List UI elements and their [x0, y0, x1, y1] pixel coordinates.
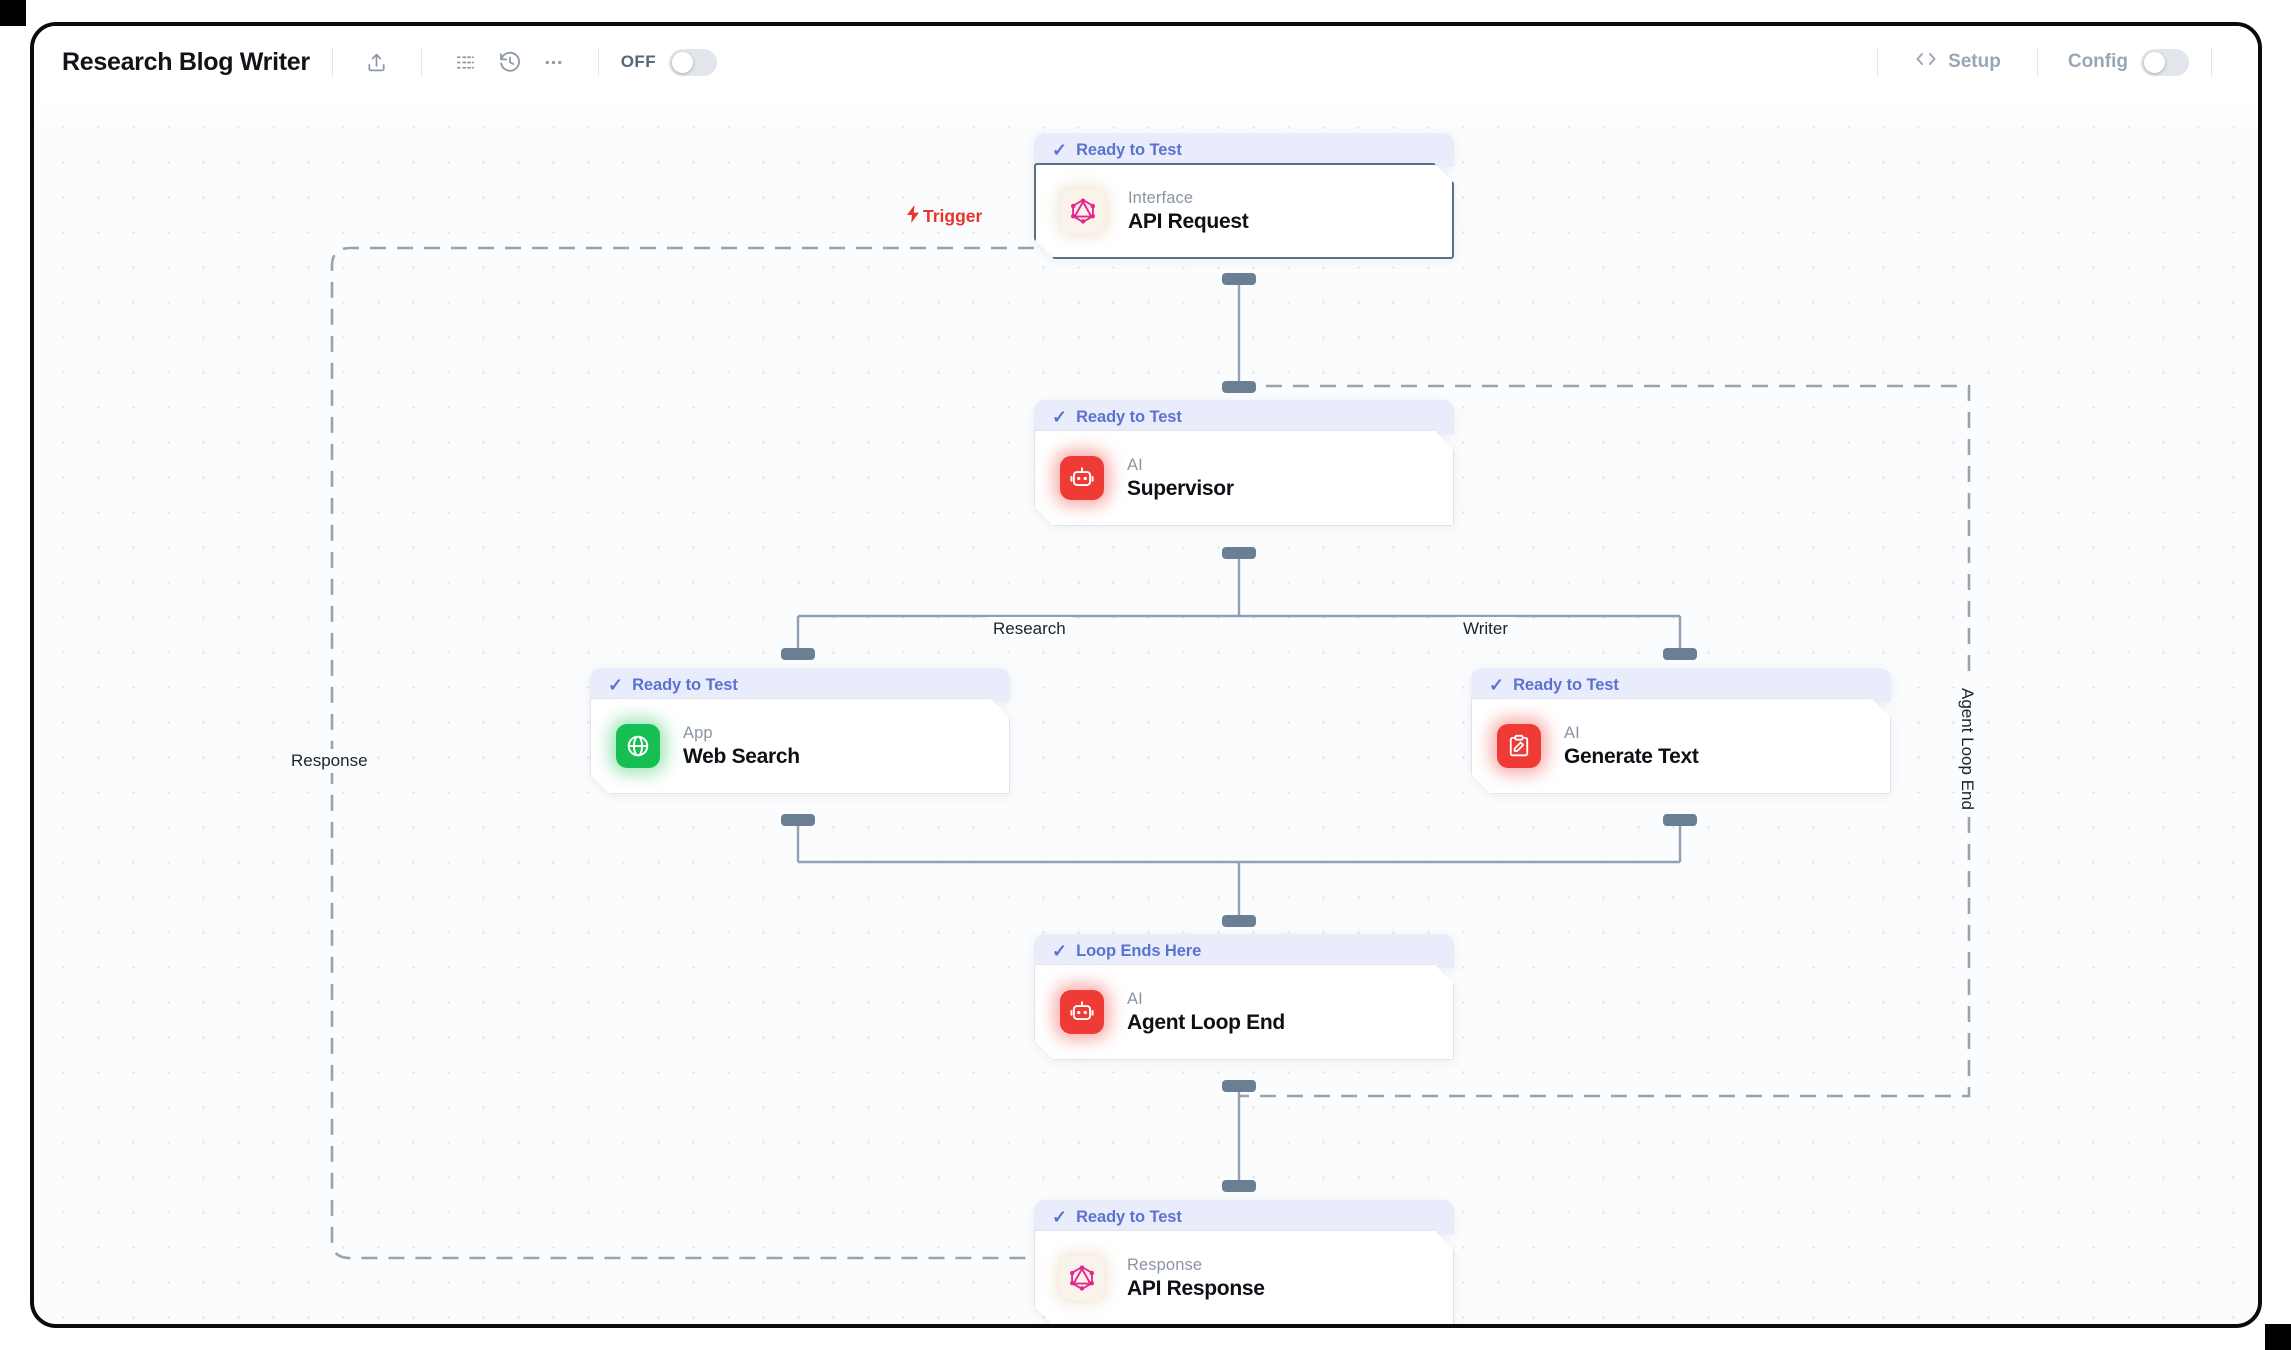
- more-icon[interactable]: [532, 40, 576, 84]
- check-icon: ✓: [1052, 1207, 1068, 1227]
- node-status-web-search: ✓ Ready to Test: [590, 668, 1010, 702]
- header-divider: [597, 47, 599, 77]
- node-status-api-response: ✓ Ready to Test: [1034, 1200, 1454, 1234]
- robot-icon: [1060, 456, 1104, 500]
- node-name-label: API Request: [1128, 209, 1249, 233]
- node-status-text: Loop Ends Here: [1076, 941, 1202, 960]
- config-toggle-group[interactable]: Config: [2060, 48, 2189, 76]
- node-name-label: API Response: [1127, 1276, 1265, 1300]
- node-api-request[interactable]: ✓ Ready to Test: [1034, 129, 1454, 259]
- header-divider: [1877, 47, 1879, 77]
- setup-button-label: Setup: [1948, 51, 2001, 72]
- node-meta-api-request: Interface API Request: [1128, 189, 1248, 234]
- check-icon: ✓: [1052, 140, 1068, 160]
- node-kind-label: App: [683, 723, 713, 742]
- node-status-text: Ready to Test: [1076, 140, 1182, 159]
- check-icon: ✓: [608, 675, 624, 695]
- header-divider: [2211, 47, 2212, 77]
- corner-mark-top-left: [0, 0, 26, 26]
- graphql-icon: [1061, 189, 1105, 233]
- page-title: Research Blog Writer: [62, 47, 310, 76]
- trigger-label-text: Trigger: [923, 206, 983, 226]
- node-meta-agent-loop-end: AI Agent Loop End: [1127, 990, 1285, 1035]
- node-status-generate-text: ✓ Ready to Test: [1471, 668, 1891, 702]
- workflow-canvas[interactable]: Trigger Research Writer Response Agent L…: [34, 26, 2258, 1326]
- history-icon[interactable]: [488, 40, 532, 84]
- node-api-response[interactable]: ✓ Ready to Test: [1034, 1196, 1454, 1326]
- header-divider: [2036, 47, 2038, 77]
- node-body-generate-text[interactable]: AI Generate Text: [1471, 698, 1891, 794]
- node-web-search[interactable]: ✓ Ready to Test App Web Search: [590, 664, 1010, 794]
- node-body-api-request[interactable]: Interface API Request: [1034, 163, 1454, 259]
- node-generate-text[interactable]: ✓ Ready to Test AI Generate Text: [1471, 664, 1891, 794]
- handle-generate-text-in[interactable]: [1663, 648, 1697, 660]
- handle-generate-text-out[interactable]: [1663, 814, 1697, 826]
- lightning-icon: [906, 205, 921, 228]
- toggle-knob: [2144, 51, 2165, 73]
- robot-icon: [1060, 990, 1104, 1034]
- node-kind-label: Response: [1127, 1255, 1203, 1274]
- node-status-text: Ready to Test: [1513, 675, 1619, 694]
- handle-web-search-out[interactable]: [781, 814, 815, 826]
- handle-web-search-in[interactable]: [781, 648, 815, 660]
- trigger-label: Trigger: [900, 203, 989, 230]
- handle-supervisor-out[interactable]: [1222, 547, 1256, 559]
- app-window: Trigger Research Writer Response Agent L…: [30, 22, 2262, 1328]
- node-name-label: Web Search: [683, 744, 800, 768]
- header-divider: [331, 47, 333, 77]
- node-status-text: Ready to Test: [1076, 407, 1182, 426]
- globe-icon: [616, 724, 660, 768]
- handle-api-response-in[interactable]: [1222, 1180, 1256, 1192]
- node-meta-api-response: Response API Response: [1127, 1256, 1265, 1301]
- response-path-label: Response: [284, 749, 375, 773]
- toggle-knob: [672, 51, 693, 73]
- power-toggle-group[interactable]: OFF: [620, 48, 717, 76]
- agent-loop-end-path-label: Agent Loop End: [1955, 681, 1979, 817]
- corner-mark-bottom-right: [2265, 1324, 2291, 1350]
- handle-api-request-out[interactable]: [1222, 273, 1256, 285]
- node-status-text: Ready to Test: [1076, 1207, 1182, 1226]
- clipboard-pencil-icon: [1497, 724, 1541, 768]
- node-kind-label: Interface: [1128, 188, 1194, 207]
- graphql-icon: [1060, 1256, 1104, 1300]
- code-brackets-icon: [1914, 49, 1938, 75]
- node-meta-supervisor: AI Supervisor: [1127, 456, 1234, 501]
- node-kind-label: AI: [1127, 455, 1143, 474]
- share-icon[interactable]: [355, 40, 399, 84]
- handle-agent-loop-end-in[interactable]: [1222, 915, 1256, 927]
- node-status-text: Ready to Test: [632, 675, 738, 694]
- node-body-web-search[interactable]: App Web Search: [590, 698, 1010, 794]
- power-toggle-label: OFF: [620, 52, 656, 71]
- config-toggle[interactable]: [2141, 48, 2189, 76]
- setup-button[interactable]: Setup: [1900, 41, 2015, 83]
- node-meta-generate-text: AI Generate Text: [1564, 724, 1699, 769]
- config-toggle-label: Config: [2067, 51, 2128, 72]
- node-body-supervisor[interactable]: AI Supervisor: [1034, 430, 1454, 526]
- check-icon: ✓: [1489, 675, 1505, 695]
- header-divider: [420, 47, 422, 77]
- node-meta-web-search: App Web Search: [683, 724, 800, 769]
- node-status-supervisor: ✓ Ready to Test: [1034, 400, 1454, 434]
- node-name-label: Supervisor: [1127, 476, 1234, 500]
- app-header: Research Blog Writer: [34, 26, 2258, 98]
- node-agent-loop-end[interactable]: ✓ Loop Ends Here AI Agent Loop: [1034, 930, 1454, 1060]
- node-kind-label: AI: [1564, 723, 1580, 742]
- header-right-group: Setup Config: [1855, 41, 2252, 83]
- node-body-agent-loop-end[interactable]: AI Agent Loop End: [1034, 964, 1454, 1060]
- node-status-api-request: ✓ Ready to Test: [1034, 133, 1454, 167]
- list-icon[interactable]: [444, 40, 488, 84]
- node-body-api-response[interactable]: Response API Response: [1034, 1230, 1454, 1326]
- node-supervisor[interactable]: ✓ Ready to Test AI Supervisor: [1034, 396, 1454, 526]
- node-name-label: Generate Text: [1564, 744, 1699, 768]
- handle-agent-loop-end-out[interactable]: [1222, 1080, 1256, 1092]
- node-kind-label: AI: [1127, 989, 1143, 1008]
- power-toggle[interactable]: [669, 48, 717, 76]
- branch-label-research: Research: [986, 617, 1073, 641]
- node-status-agent-loop-end: ✓ Loop Ends Here: [1034, 934, 1454, 968]
- branch-label-writer: Writer: [1456, 617, 1516, 641]
- node-name-label: Agent Loop End: [1127, 1010, 1285, 1034]
- handle-supervisor-in[interactable]: [1222, 381, 1256, 393]
- check-icon: ✓: [1052, 407, 1068, 427]
- check-icon: ✓: [1052, 941, 1068, 961]
